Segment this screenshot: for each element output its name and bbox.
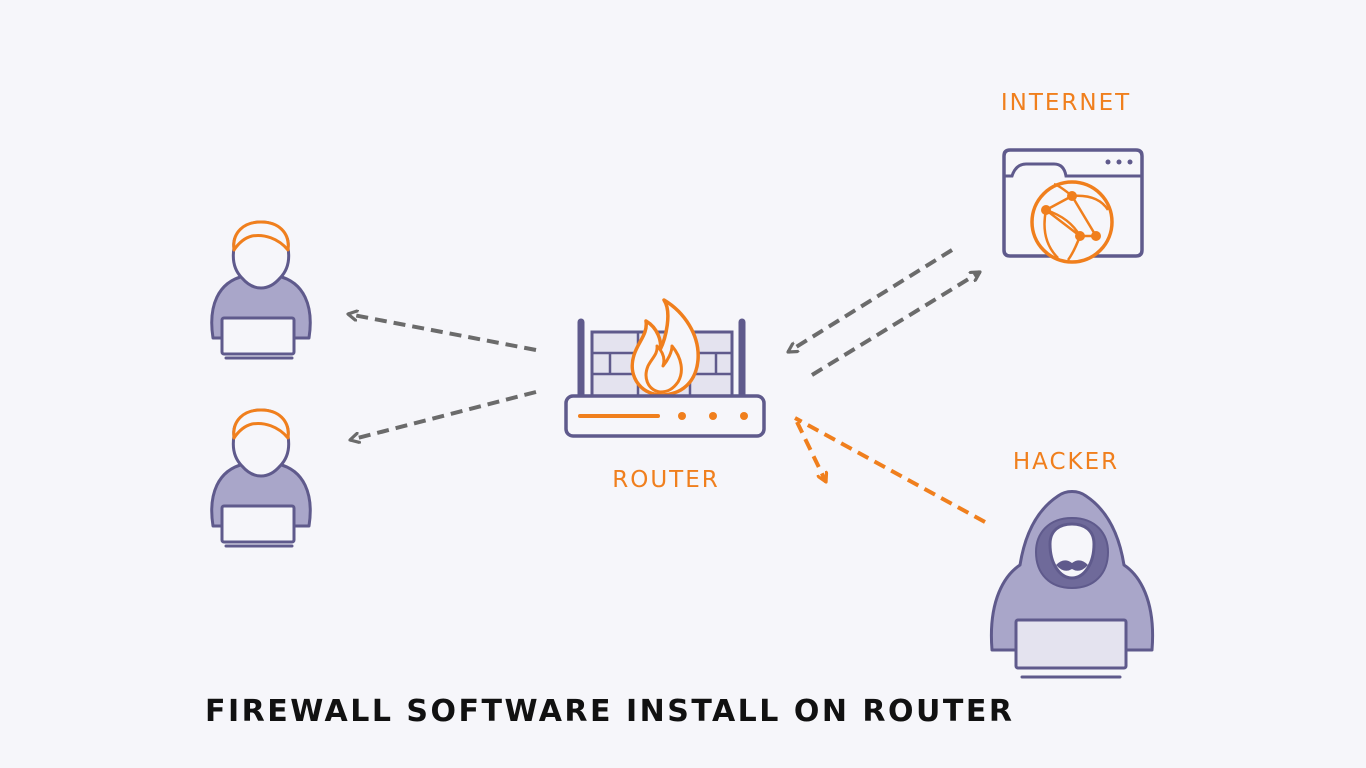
- user-icon: [210, 408, 312, 548]
- arrow-internet-to-router: [788, 248, 954, 354]
- arrow-blocked-bounce: [795, 421, 826, 482]
- diagram-caption: FIREWALL SOFTWARE INSTALL ON ROUTER: [205, 694, 1015, 729]
- fire-icon: [630, 298, 700, 397]
- internet-label: INTERNET: [1001, 90, 1131, 116]
- laptop-icon: [220, 316, 296, 356]
- hacker-label: HACKER: [1013, 449, 1119, 475]
- arrow-router-to-internet: [810, 270, 980, 377]
- router-icon: [564, 298, 766, 438]
- router-label: ROUTER: [612, 467, 719, 493]
- laptop-icon: [220, 504, 296, 544]
- globe-icon: [1030, 180, 1114, 264]
- arrow-router-to-user-2: [350, 390, 537, 440]
- user-icon: [210, 220, 312, 360]
- hacker-icon: [989, 490, 1155, 679]
- arrow-router-to-user-1: [348, 314, 537, 352]
- laptop-icon: [1014, 618, 1128, 670]
- arrow-hacker-to-router: [794, 416, 986, 524]
